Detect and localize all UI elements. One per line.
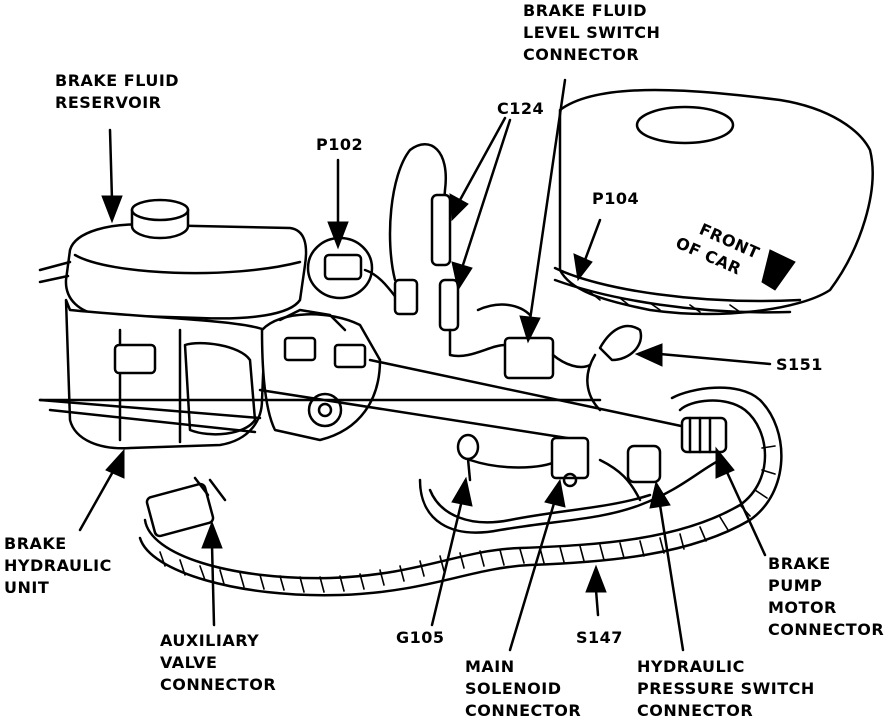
- label-line: AUXILIARY: [160, 631, 260, 650]
- air-cleaner-housing: [553, 88, 874, 316]
- label-line: HYDRAULIC: [637, 657, 745, 676]
- label-s151: S151: [776, 354, 823, 376]
- label-line: PUMP: [768, 576, 823, 595]
- g105-ground-shape: [456, 433, 480, 482]
- pump-motor-assembly: [260, 308, 382, 442]
- level-switch-connector-shape: [476, 303, 592, 380]
- label-line: LEVEL SWITCH: [523, 23, 661, 42]
- label-line: SOLENOID: [465, 679, 562, 698]
- label-line: VALVE: [160, 653, 218, 672]
- label-auxiliary-valve-connector: AUXILIARY VALVE CONNECTOR: [160, 630, 276, 696]
- label-line: BRAKE: [768, 554, 831, 573]
- label-line: S151: [776, 355, 823, 374]
- label-brake-fluid-level-switch-connector: BRAKE FLUID LEVEL SWITCH CONNECTOR: [523, 0, 660, 66]
- label-g105: G105: [396, 627, 445, 649]
- label-line: CONNECTOR: [465, 701, 582, 720]
- label-line: MOTOR: [768, 598, 837, 617]
- s151-splice-shape: [586, 324, 643, 412]
- c124-harness-shape: [388, 143, 507, 358]
- label-c124: C124: [497, 98, 544, 120]
- label-line: C124: [497, 99, 545, 118]
- auxiliary-valve-connector-shape: [145, 476, 227, 538]
- leader-arrows: [78, 78, 796, 652]
- label-line: CONNECTOR: [768, 620, 885, 639]
- label-p102: P102: [316, 134, 363, 156]
- main-wiring-harness: [38, 358, 783, 597]
- pressure-switch-connector-shape: [626, 444, 662, 484]
- label-line: S147: [576, 628, 623, 647]
- label-line: UNIT: [4, 578, 50, 597]
- label-line: PRESSURE SWITCH: [637, 679, 815, 698]
- brake-hydraulic-unit-shape: [38, 298, 267, 450]
- label-p104: P104: [592, 188, 639, 210]
- label-brake-fluid-reservoir: BRAKE FLUID RESERVOIR: [55, 70, 179, 114]
- label-line: MAIN: [465, 657, 515, 676]
- main-solenoid-connector-shape: [550, 436, 590, 488]
- label-line: RESERVOIR: [55, 93, 162, 112]
- label-line: G105: [396, 628, 445, 647]
- label-line: P104: [592, 189, 640, 208]
- label-line: CONNECTOR: [160, 675, 277, 694]
- label-hydraulic-pressure-switch-connector: HYDRAULIC PRESSURE SWITCH CONNECTOR: [637, 656, 815, 722]
- label-line: BRAKE FLUID: [523, 1, 648, 20]
- p102-connector-shape: [306, 236, 419, 316]
- label-line: BRAKE: [4, 534, 67, 553]
- label-line: CONNECTOR: [637, 701, 754, 720]
- label-line: P102: [316, 135, 364, 154]
- brake-fluid-reservoir-shape: [38, 198, 308, 320]
- label-s147: S147: [576, 627, 623, 649]
- label-line: BRAKE FLUID: [55, 71, 180, 90]
- label-line: HYDRAULIC: [4, 556, 112, 575]
- label-brake-pump-motor-connector: BRAKE PUMP MOTOR CONNECTOR: [768, 553, 884, 641]
- label-main-solenoid-connector: MAIN SOLENOID CONNECTOR: [465, 656, 581, 722]
- pump-motor-connector-shape: [680, 416, 728, 454]
- label-line: CONNECTOR: [523, 45, 640, 64]
- label-brake-hydraulic-unit: BRAKE HYDRAULIC UNIT: [4, 533, 112, 599]
